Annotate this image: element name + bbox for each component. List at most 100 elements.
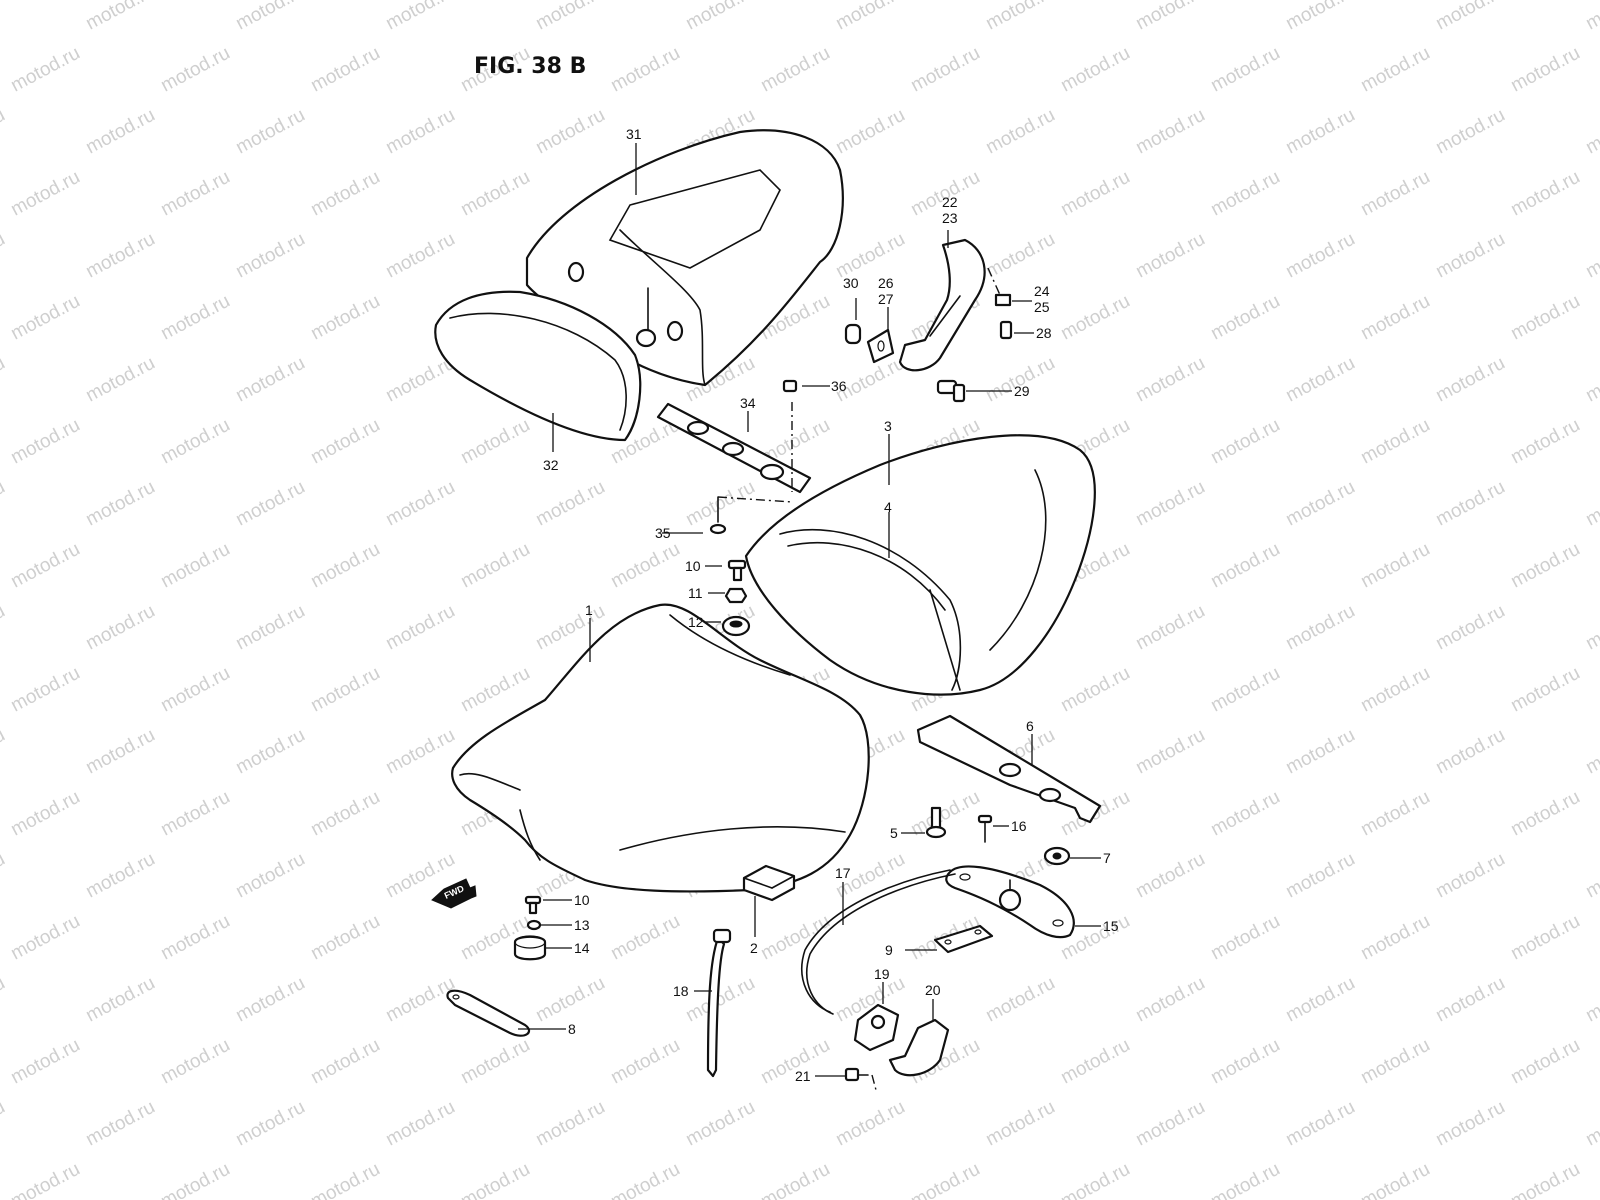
watermark-text: motod.ru xyxy=(757,43,833,97)
part-16-screw[interactable] xyxy=(977,814,993,843)
watermark-text: motod.ru xyxy=(1582,849,1600,903)
watermark-text: motod.ru xyxy=(1282,725,1358,779)
watermark-text: motod.ru xyxy=(1357,167,1433,221)
callout-8: 8 xyxy=(568,1021,576,1037)
watermark-text: motod.ru xyxy=(982,0,1058,34)
watermark-text: motod.ru xyxy=(382,725,458,779)
watermark-text: motod.ru xyxy=(1057,291,1133,345)
part-10-lower-bolt[interactable] xyxy=(524,895,542,915)
callout-16: 16 xyxy=(1011,818,1027,834)
watermark-text: motod.ru xyxy=(382,477,458,531)
watermark-text: motod.ru xyxy=(1282,477,1358,531)
part-9-plate[interactable] xyxy=(933,924,994,954)
callout-10b: 10 xyxy=(574,892,590,908)
part-26-27-plate[interactable] xyxy=(866,328,895,364)
part-31-seat-tail-cover[interactable] xyxy=(525,129,844,387)
part-29-bolt[interactable] xyxy=(936,379,966,403)
watermark-text: motod.ru xyxy=(7,167,83,221)
watermark-text: motod.ru xyxy=(1357,663,1433,717)
part-13-washer[interactable] xyxy=(526,919,542,931)
part-28-bolt[interactable] xyxy=(999,320,1013,340)
part-7-nut[interactable] xyxy=(1043,846,1071,866)
watermark-text: motod.ru xyxy=(307,663,383,717)
watermark-text: motod.ru xyxy=(1432,725,1508,779)
part-14-cushion[interactable] xyxy=(513,935,547,961)
watermark-text: motod.ru xyxy=(1507,291,1583,345)
watermark-text: motod.ru xyxy=(1207,415,1283,469)
watermark-text: motod.ru xyxy=(232,601,308,655)
watermark-text: motod.ru xyxy=(1132,1097,1208,1151)
part-2-cushion-damper[interactable] xyxy=(742,864,796,902)
watermark-text: motod.ru xyxy=(1282,0,1358,34)
part-36-nut[interactable] xyxy=(782,379,798,393)
part-8-band[interactable] xyxy=(446,989,531,1037)
watermark-text: motod.ru xyxy=(157,1035,233,1089)
part-11-washer[interactable] xyxy=(724,587,748,604)
watermark-text: motod.ru xyxy=(1507,415,1583,469)
part-21-bolt[interactable] xyxy=(844,1067,877,1091)
callout-11: 11 xyxy=(688,585,703,601)
watermark-text: motod.ru xyxy=(1057,43,1133,97)
watermark-text: motod.ru xyxy=(82,105,158,159)
watermark-text: motod.ru xyxy=(607,539,683,593)
watermark-text: motod.ru xyxy=(1207,167,1283,221)
part-18-strap[interactable] xyxy=(706,928,732,1078)
watermark-text: motod.ru xyxy=(1057,1035,1133,1089)
part-15-seat-lock[interactable] xyxy=(945,865,1075,939)
watermark-text: motod.ru xyxy=(82,0,158,34)
watermark-text: motod.ru xyxy=(1057,1159,1133,1200)
watermark-text: motod.ru xyxy=(382,229,458,283)
watermark-text: motod.ru xyxy=(1207,291,1283,345)
part-35-bolt[interactable] xyxy=(709,496,727,535)
watermark-text: motod.ru xyxy=(982,105,1058,159)
watermark-text: motod.ru xyxy=(82,725,158,779)
watermark-text: motod.ru xyxy=(907,43,983,97)
watermark-text: motod.ru xyxy=(0,973,9,1027)
watermark-text: motod.ru xyxy=(1282,973,1358,1027)
watermark-text: motod.ru xyxy=(1582,601,1600,655)
watermark-text: motod.ru xyxy=(1282,105,1358,159)
part-1-front-seat[interactable] xyxy=(451,603,870,893)
callouts: 31 32 34 36 35 30 26 27 22 23 24 25 28 2… xyxy=(543,126,1119,1084)
watermark-text: motod.ru xyxy=(1357,911,1433,965)
watermark-text: motod.ru xyxy=(1432,477,1508,531)
callout-27: 27 xyxy=(878,291,894,307)
watermark-text: motod.ru xyxy=(1357,1159,1433,1200)
watermark-text: motod.ru xyxy=(1582,973,1600,1027)
watermark-text: motod.ru xyxy=(0,353,9,407)
watermark-text: motod.ru xyxy=(832,105,908,159)
watermark-text: motod.ru xyxy=(382,0,458,34)
figure-title: FIG. 38 B xyxy=(474,54,586,79)
part-6-seat-bracket[interactable] xyxy=(916,714,1102,824)
part-3-rear-seat[interactable] xyxy=(744,434,1096,696)
part-30-cushion[interactable] xyxy=(844,323,862,345)
watermark-text: motod.ru xyxy=(7,787,83,841)
watermark-text: motod.ru xyxy=(457,539,533,593)
callout-25: 25 xyxy=(1034,299,1050,315)
part-20-lock-bracket[interactable] xyxy=(888,1018,950,1077)
part-5-bolt[interactable] xyxy=(925,806,947,839)
part-10-upper-bolt[interactable] xyxy=(727,559,747,582)
callout-30: 30 xyxy=(843,275,859,291)
part-32-seat-cowl-pad[interactable] xyxy=(434,290,642,442)
part-22-23-grab-handle[interactable] xyxy=(898,238,986,372)
part-34-cowl-bracket[interactable] xyxy=(656,402,812,503)
watermark-text: motod.ru xyxy=(1507,539,1583,593)
watermark-text: motod.ru xyxy=(1357,1035,1433,1089)
watermark-text: motod.ru xyxy=(457,1035,533,1089)
part-12-grommet[interactable] xyxy=(721,615,751,637)
part-24-25-nut[interactable] xyxy=(987,267,1012,307)
watermark-text: motod.ru xyxy=(832,1097,908,1151)
part-17-cable[interactable] xyxy=(801,869,956,1015)
callout-5: 5 xyxy=(890,825,898,841)
callout-34: 34 xyxy=(740,395,756,411)
watermark-text: motod.ru xyxy=(232,477,308,531)
watermark-text: motod.ru xyxy=(0,601,9,655)
watermark-text: motod.ru xyxy=(532,477,608,531)
part-19-seat-lock-assembly[interactable] xyxy=(853,1003,900,1052)
watermark-text: motod.ru xyxy=(232,849,308,903)
watermark-text: motod.ru xyxy=(1507,787,1583,841)
watermark-text: motod.ru xyxy=(307,1035,383,1089)
